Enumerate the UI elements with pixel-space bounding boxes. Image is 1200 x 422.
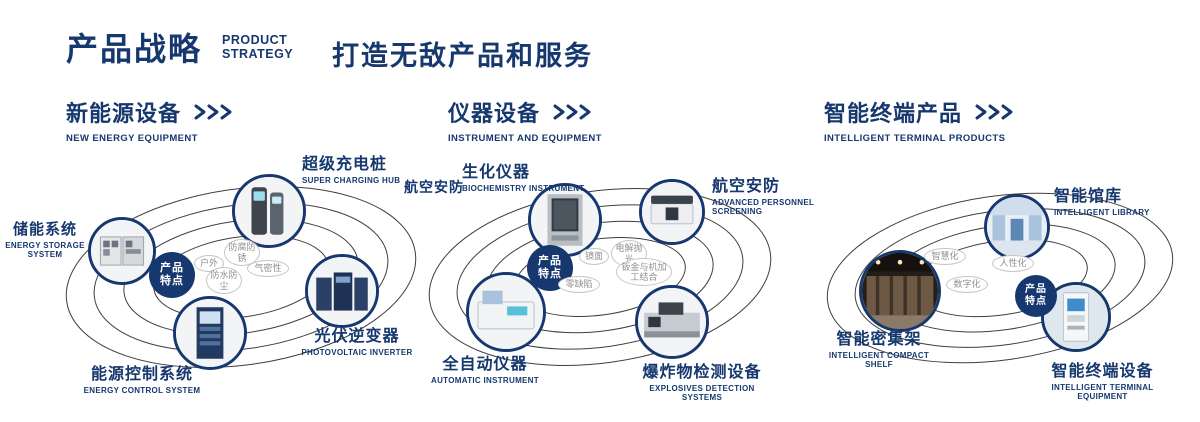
label-cn: 超级充电桩 [302,156,388,173]
label-cn: 能源控制系统 [90,366,193,383]
section-head-intelligent: 智能终端产品 INTELLIGENT TERMINAL PRODUCTS [824,96,1016,144]
label-cn: 储能系统 [12,221,77,238]
feature-bubble: 智慧化 [924,248,966,265]
label-biochemistry: 生化仪器 BIOCHEMISTRY INSTRUMENT [462,158,592,193]
badge-line1: 产品 [160,262,184,274]
label-en: INTELLIGENT TERMINAL EQUIPMENT [1051,383,1154,401]
product-circle-photovoltaic-inverter [305,254,379,328]
label-intelligent-library: 智能馆库 INTELLIGENT LIBRARY [1054,182,1164,217]
feature-bubble: 人性化 [992,255,1034,272]
product-circle-energy-control [173,296,247,370]
product-circle-automatic-instrument [466,272,546,352]
feature-bubble: 零缺陷 [558,276,600,293]
section-subtitle-instrument: INSTRUMENT AND EQUIPMENT [448,133,602,144]
energy-control-photo [176,299,244,367]
chevron-right-arrows-icon [553,104,591,120]
section-title-new-energy: 新能源设备 [66,101,182,126]
page-title-en-line1: PRODUCT [222,33,288,47]
product-circle-super-charging-hub [232,174,306,248]
label-automatic-instrument: 全自动仪器 AUTOMATIC INSTRUMENT [428,350,542,385]
label-cn: 智能密集架 [836,331,922,348]
label-intelligent-terminal: 智能终端设备 INTELLIGENT TERMINAL EQUIPMENT [1030,357,1175,401]
energy-storage-photo [91,220,153,282]
product-circle-energy-storage [88,217,156,285]
feature-bubble: 镜面 [579,248,609,265]
label-en: INTELLIGENT COMPACT SHELF [828,351,930,369]
label-en: SUPER CHARGING HUB [302,176,401,185]
label-en: EXPLOSIVES DETECTION SYSTEMS [649,384,755,402]
page-title-en-line2: STRATEGY [222,47,294,61]
label-cn: 全自动仪器 [442,356,528,373]
compact-shelf-photo [862,253,938,329]
intelligent-library-photo [987,197,1047,257]
personnel-screening-photo [642,182,702,242]
label-cn: 航空安防 [712,178,781,195]
section-subtitle-intelligent: INTELLIGENT TERMINAL PRODUCTS [824,133,1006,144]
photovoltaic-inverter-photo [308,257,376,325]
product-circle-intelligent-library [984,194,1050,260]
section-title-intelligent: 智能终端产品 [824,101,963,126]
feature-bubble: 气密性 [247,260,289,277]
label-en: BIOCHEMISTRY INSTRUMENT [462,184,585,193]
section-head-instrument: 仪器设备 INSTRUMENT AND EQUIPMENT [448,96,602,144]
page-title-en: PRODUCT STRATEGY [222,33,293,61]
feature-bubble: 钣金与机加工结合 [616,258,672,286]
product-circle-explosives-detection [635,285,709,359]
badge-line2: 特点 [538,268,562,280]
chevron-right-arrows-icon [194,104,232,120]
badge-line2: 特点 [160,275,184,287]
biochemistry-instrument-photo [531,186,599,254]
label-photovoltaic-inverter: 光伏逆变器 PHOTOVOLTAIC INVERTER [298,322,416,357]
label-personnel-screening: 航空安防 ADVANCED PERSONNEL SCREENING [712,172,816,216]
label-en: ENERGY STORAGE SYSTEM [5,241,85,259]
section-subtitle-new-energy: NEW ENERGY EQUIPMENT [66,133,198,144]
label-cn: 智能终端设备 [1051,363,1154,380]
product-features-badge: 产品 特点 [1015,275,1057,317]
section-head-new-energy: 新能源设备 NEW ENERGY EQUIPMENT [66,96,235,144]
page-tagline: 打造无敌产品和服务 [332,41,593,71]
badge-line1: 产品 [538,255,562,267]
feature-bubble: 数字化 [946,276,988,293]
label-en: ADVANCED PERSONNEL SCREENING [712,198,815,216]
super-charging-hub-photo [235,177,303,245]
product-circle-personnel-screening [639,179,705,245]
product-circle-biochemistry [528,183,602,257]
label-super-charging-hub: 超级充电桩 SUPER CHARGING HUB [302,150,432,185]
label-en: ENERGY CONTROL SYSTEM [83,386,201,395]
chevron-right-arrows-icon [975,104,1013,120]
label-energy-control: 能源控制系统 ENERGY CONTROL SYSTEM [78,360,206,395]
label-cn: 生化仪器 [462,164,531,181]
product-features-badge: 产品 特点 [149,252,195,298]
feature-bubble: 防水防尘 [206,267,242,294]
label-energy-storage: 储能系统 ENERGY STORAGE SYSTEM [2,218,88,259]
label-en: INTELLIGENT LIBRARY [1054,208,1150,217]
automatic-instrument-photo [469,275,543,349]
label-en: PHOTOVOLTAIC INVERTER [301,348,413,357]
explosives-detection-photo [638,288,706,356]
label-cn: 智能馆库 [1054,188,1123,205]
label-cn: 爆炸物检测设备 [642,364,762,381]
badge-line1: 产品 [1025,284,1047,295]
section-title-instrument: 仪器设备 [448,101,541,126]
label-compact-shelf: 智能密集架 INTELLIGENT COMPACT SHELF [820,325,938,369]
side-label-aviation-security: 航空安防 [404,179,464,195]
feature-bubble: 防腐防锈 [224,239,260,266]
label-cn: 光伏逆变器 [314,328,400,345]
page-title: 产品战略 [66,31,203,67]
label-explosives-detection: 爆炸物检测设备 EXPLOSIVES DETECTION SYSTEMS [632,358,772,402]
product-circle-compact-shelf [859,250,941,332]
badge-line2: 特点 [1025,296,1047,307]
label-en: AUTOMATIC INSTRUMENT [431,376,539,385]
